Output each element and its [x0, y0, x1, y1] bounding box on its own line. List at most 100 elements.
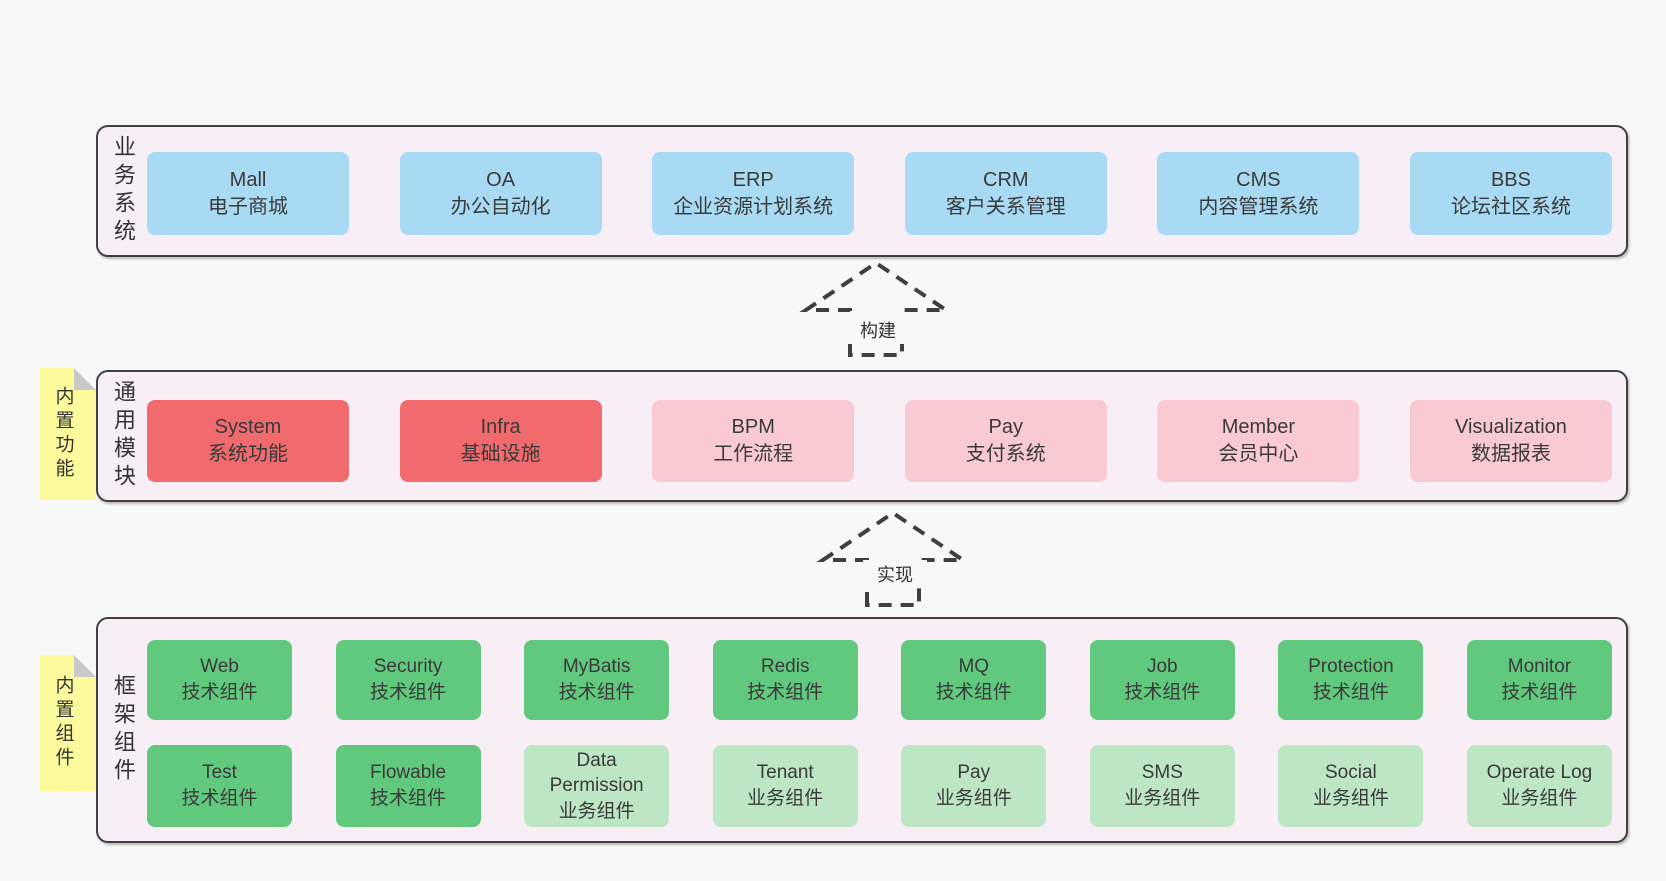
- box-member: Member 会员中心: [1157, 400, 1360, 482]
- box-title: OA: [486, 168, 516, 191]
- box-subtitle: 业务组件: [558, 800, 635, 822]
- box-subtitle: 电子商城: [208, 195, 288, 218]
- box-redis: Redis 技术组件: [712, 640, 858, 720]
- box-oa: OA 办公自动化: [399, 152, 602, 235]
- box-title: MyBatis: [562, 656, 631, 678]
- box-subtitle: 技术组件: [1501, 682, 1578, 703]
- box-subtitle: 技术组件: [370, 788, 447, 809]
- box-bpm: BPM 工作流程: [652, 400, 855, 482]
- box-title: Pay: [988, 416, 1024, 438]
- box-subtitle: 业务组件: [1124, 788, 1201, 809]
- box-test: Test 技术组件: [147, 745, 292, 827]
- box-subtitle: 技术组件: [370, 682, 447, 703]
- box-protection: Protection 技术组件: [1278, 640, 1424, 720]
- box-title: CMS: [1236, 168, 1281, 191]
- box-title: Flowable: [370, 762, 447, 784]
- box-subtitle: 技术组件: [181, 788, 258, 809]
- box-cms: CMS 内容管理系统: [1157, 152, 1360, 235]
- box-title: Member: [1221, 416, 1296, 438]
- box-title: System: [214, 416, 282, 438]
- sticky-note-built-in-components: 内置组件: [40, 655, 96, 791]
- sticky-note-built-in-functions: 内置功能: [40, 368, 96, 500]
- up-arrow-icon: [799, 260, 953, 357]
- box-pay: Pay 支付系统: [904, 400, 1107, 482]
- implement-arrow: [813, 508, 973, 608]
- box-subtitle: 系统功能: [208, 443, 288, 465]
- box-subtitle: 业务组件: [747, 788, 824, 809]
- box-visualization: Visualization 数据报表: [1409, 400, 1612, 482]
- box-title: Data Permission: [549, 749, 644, 797]
- box-subtitle: 基础设施: [460, 443, 541, 465]
- build-arrow-label: 构建: [846, 316, 910, 344]
- box-title: Monitor: [1507, 656, 1572, 678]
- box-subtitle: 技术组件: [1312, 682, 1389, 703]
- box-title: Test: [202, 762, 237, 784]
- box-title: Infra: [480, 416, 521, 438]
- box-title: BBS: [1490, 168, 1531, 191]
- layer-common-modules: 通用模块 System 系统功能 Infra 基础设施 BPM 工作流程 Pay 支付系统 Me…: [96, 370, 1628, 502]
- up-arrow-icon: [816, 510, 970, 607]
- box-title: Pay: [957, 762, 991, 784]
- box-subtitle: 技术组件: [558, 682, 635, 703]
- box-subtitle: 业务组件: [1312, 788, 1389, 809]
- common-modules-boxes: System 系统功能 Infra 基础设施 BPM 工作流程 Pay 支付系统 Member 会…: [147, 400, 1612, 482]
- box-subtitle: 企业资源计划系统: [673, 195, 834, 218]
- sticky-note-label: 内置功能: [52, 386, 74, 482]
- box-title: MQ: [958, 656, 990, 678]
- box-subtitle: 客户关系管理: [945, 195, 1066, 218]
- box-subtitle: 工作流程: [713, 443, 794, 465]
- box-title: ERP: [732, 168, 774, 191]
- box-title: Tenant: [756, 762, 814, 784]
- box-subtitle: 支付系统: [965, 443, 1046, 465]
- box-subtitle: 数据报表: [1470, 443, 1551, 465]
- box-title: CRM: [983, 168, 1029, 191]
- box-title: Job: [1146, 656, 1178, 678]
- box-subtitle: 业务组件: [935, 788, 1012, 809]
- box-job: Job 技术组件: [1089, 640, 1235, 720]
- implement-arrow-label: 实现: [863, 560, 927, 588]
- box-subtitle: 论坛社区系统: [1450, 195, 1571, 218]
- box-subtitle: 技术组件: [1124, 682, 1201, 703]
- layer-business-systems-label: 业务系统: [111, 135, 136, 247]
- box-title: Security: [373, 656, 443, 678]
- box-title: Redis: [760, 656, 810, 678]
- box-title: Visualization: [1455, 416, 1567, 438]
- box-subtitle: 业务组件: [1501, 788, 1578, 809]
- box-pay: Pay 业务组件: [901, 745, 1047, 827]
- box-crm: CRM 客户关系管理: [904, 152, 1107, 235]
- box-operate-log: Operate Log 业务组件: [1466, 745, 1612, 827]
- box-subtitle: 技术组件: [181, 682, 258, 703]
- box-data-permission: Data Permission 业务组件: [524, 745, 670, 827]
- sticky-note-label: 内置组件: [52, 675, 74, 771]
- box-security: Security 技术组件: [335, 640, 481, 720]
- box-system: System 系统功能: [147, 400, 349, 482]
- box-title: Protection: [1308, 656, 1394, 678]
- box-subtitle: 会员中心: [1218, 443, 1299, 465]
- box-bbs: BBS 论坛社区系统: [1409, 152, 1612, 235]
- box-subtitle: 技术组件: [747, 682, 824, 703]
- box-erp: ERP 企业资源计划系统: [652, 152, 855, 235]
- box-flowable: Flowable 技术组件: [335, 745, 481, 827]
- box-title: Web: [200, 656, 239, 678]
- build-arrow: [796, 258, 956, 358]
- box-title: Operate Log: [1486, 762, 1593, 784]
- box-sms: SMS 业务组件: [1089, 745, 1235, 827]
- box-infra: Infra 基础设施: [399, 400, 602, 482]
- box-subtitle: 办公自动化: [450, 195, 551, 218]
- box-mall: Mall 电子商城: [147, 152, 349, 235]
- box-title: SMS: [1141, 762, 1183, 784]
- box-mybatis: MyBatis 技术组件: [524, 640, 670, 720]
- box-tenant: Tenant 业务组件: [712, 745, 858, 827]
- box-subtitle: 内容管理系统: [1198, 195, 1319, 218]
- layer-business-systems: 业务系统 Mall 电子商城 OA 办公自动化 ERP 企业资源计划系统 CRM 客户关系管理…: [96, 125, 1628, 257]
- layer-common-modules-label: 通用模块: [111, 380, 136, 492]
- box-title: BPM: [731, 416, 775, 438]
- business-systems-boxes: Mall 电子商城 OA 办公自动化 ERP 企业资源计划系统 CRM 客户关系管理 CMS 内容…: [147, 152, 1612, 235]
- box-title: Mall: [229, 168, 267, 191]
